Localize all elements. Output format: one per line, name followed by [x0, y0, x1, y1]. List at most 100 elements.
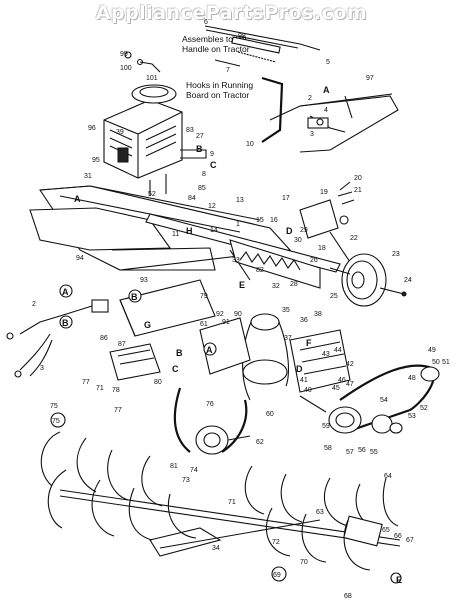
part-52: 52 — [148, 191, 156, 198]
part-87: 87 — [118, 341, 126, 348]
part-97: 97 — [366, 75, 374, 82]
depth-bracket — [299, 181, 355, 263]
part-38: 38 — [314, 311, 322, 318]
part-35: 35 — [282, 307, 290, 314]
part-85: 85 — [198, 185, 206, 192]
part-25: 25 — [330, 293, 338, 300]
letter-e-rack: E — [239, 280, 245, 290]
part-48: 48 — [408, 375, 416, 382]
part-1: 1 — [236, 221, 240, 228]
part-36: 36 — [300, 317, 308, 324]
part-62: 62 — [256, 439, 264, 446]
part-90: 90 — [234, 311, 242, 318]
part-95: 95 — [92, 157, 100, 164]
tines-right — [244, 465, 402, 584]
letter-e-lower: E — [396, 575, 402, 585]
lift-frame — [261, 76, 399, 153]
part-64: 64 — [384, 473, 392, 480]
part-81: 81 — [170, 463, 178, 470]
part-30: 30 — [294, 237, 302, 244]
part-43: 43 — [322, 351, 330, 358]
part-33: 33 — [232, 257, 240, 264]
part-4: 4 — [324, 107, 328, 114]
chain-belt-drive — [299, 364, 440, 434]
part-71-b: 71 — [96, 385, 104, 392]
wiring-harness — [6, 299, 109, 378]
tines-left — [40, 431, 197, 541]
part-84: 84 — [188, 195, 196, 202]
part-80: 80 — [154, 379, 162, 386]
part-24: 24 — [404, 277, 412, 284]
part-number-labels: 99 98 100 101 5 4 97 2 3 96 39 83 27 9 9… — [32, 19, 450, 600]
part-61: 61 — [200, 321, 208, 328]
part-75: 75 — [50, 403, 58, 410]
part-82: 82 — [256, 267, 264, 274]
part-51: 51 — [442, 359, 450, 366]
part-26: 26 — [310, 257, 318, 264]
note-running-board: Hooks in Running Board on Tractor — [186, 80, 253, 100]
depth-wheel — [329, 253, 407, 307]
part-34: 34 — [212, 545, 220, 552]
part-32: 32 — [272, 283, 280, 290]
part-14: 14 — [210, 227, 218, 234]
part-41: 41 — [300, 377, 308, 384]
letter-b-lower: B — [176, 348, 183, 358]
part-60: 60 — [266, 411, 274, 418]
part-42: 42 — [346, 361, 354, 368]
part-29: 29 — [300, 227, 308, 234]
letter-a-top: A — [323, 85, 330, 95]
part-57: 57 — [346, 449, 354, 456]
part-86: 86 — [100, 335, 108, 342]
watermark: AppliancePartsPros.com — [95, 2, 368, 24]
note-lift-line-2: Handle on Tractor — [182, 44, 250, 54]
part-21: 21 — [354, 187, 362, 194]
part-55: 55 — [370, 449, 378, 456]
part-73: 73 — [182, 477, 190, 484]
part-11: 11 — [172, 231, 179, 238]
part-54: 54 — [380, 397, 388, 404]
part-3-left: 3 — [40, 365, 44, 372]
part-40: 40 — [304, 387, 312, 394]
part-98: 98 — [238, 33, 246, 40]
part-16: 16 — [270, 217, 278, 224]
part-77-a: 77 — [82, 379, 90, 386]
note-lift-line-1: Assembles to Lift — [182, 34, 247, 44]
part-59: 59 — [322, 423, 330, 430]
part-8: 8 — [202, 171, 206, 178]
part-15: 15 — [256, 217, 264, 224]
part-93: 93 — [140, 277, 148, 284]
circle-b-mid: B — [131, 292, 138, 302]
part-28: 28 — [290, 281, 298, 288]
part-22: 22 — [350, 235, 358, 242]
circle-69: 69 — [273, 572, 281, 579]
part-2-left: 2 — [32, 301, 36, 308]
part-47: 47 — [346, 381, 354, 388]
part-20: 20 — [354, 175, 362, 182]
part-74: 74 — [190, 467, 198, 474]
letter-f: F — [306, 338, 312, 348]
part-79: 79 — [200, 293, 208, 300]
part-92: 92 — [216, 311, 224, 318]
letter-d-rack: D — [286, 226, 293, 236]
circle-a-mid: A — [206, 345, 213, 355]
part-56: 56 — [358, 447, 366, 454]
part-17: 17 — [282, 195, 290, 202]
part-77-b: 77 — [114, 407, 122, 414]
part-71: 71 — [228, 499, 236, 506]
callout-letters: A A B C D E G H B C D E F — [74, 85, 402, 585]
part-58: 58 — [324, 445, 332, 452]
part-49: 49 — [428, 347, 436, 354]
letter-c-engine: C — [210, 160, 217, 170]
part-5-top: 5 — [326, 59, 330, 66]
part-72: 72 — [272, 539, 280, 546]
part-65: 65 — [382, 527, 390, 534]
part-50: 50 — [432, 359, 440, 366]
part-13: 13 — [236, 197, 244, 204]
part-68: 68 — [344, 593, 352, 600]
part-46: 46 — [338, 377, 346, 384]
circle-a-left: A — [62, 287, 69, 297]
depth-bar-rack — [145, 213, 341, 289]
circle-75: 75 — [52, 418, 60, 425]
part-70: 70 — [300, 559, 308, 566]
belt-cover — [109, 279, 216, 381]
